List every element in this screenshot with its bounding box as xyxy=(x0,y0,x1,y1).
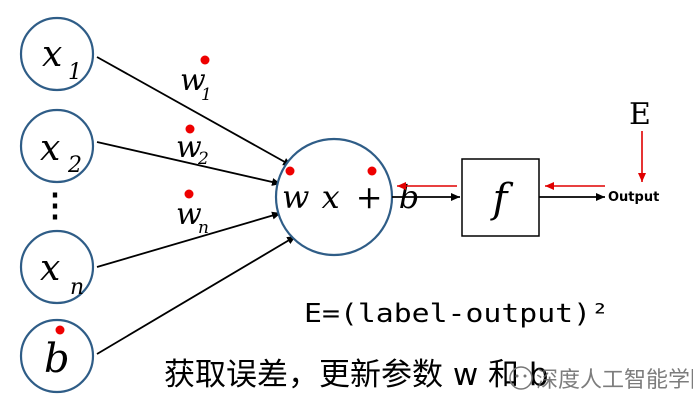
summation-x: x xyxy=(322,178,340,216)
input-var: x xyxy=(40,128,60,169)
output-label: Output xyxy=(608,190,659,205)
bias-node: b xyxy=(19,318,95,394)
edge-x2 xyxy=(96,141,282,186)
weight-subscript: 1 xyxy=(201,85,212,105)
bias-var: b xyxy=(44,336,70,382)
ellipsis-dots: ⋮ xyxy=(39,186,71,224)
update-marker-dot xyxy=(285,166,295,176)
edge-b xyxy=(96,235,297,355)
input-node-x2: x 2 xyxy=(19,108,95,184)
input-subscript: n xyxy=(70,275,84,300)
input-node-xn: x n xyxy=(19,229,95,305)
summation-node: w x + b xyxy=(274,137,419,257)
weight-var: w xyxy=(176,197,202,232)
error-formula: E=(label-output)² xyxy=(304,299,609,329)
weight-label-w1: w 1 xyxy=(180,55,212,105)
watermark-text: 深度人工智能学院 xyxy=(536,368,693,393)
input-node-x1: x 1 xyxy=(19,16,95,92)
caption: 获取误差，更新参数 w 和 b xyxy=(164,357,549,393)
weight-var: w xyxy=(176,130,202,165)
weight-subscript: 2 xyxy=(197,149,209,169)
weight-label-wn: w n xyxy=(176,189,209,238)
update-marker-dot xyxy=(367,166,377,176)
watermark: 深度人工智能学院 xyxy=(509,366,693,393)
summation-expression: w x + b xyxy=(282,178,419,216)
input-subscript: 2 xyxy=(67,153,82,178)
weight-label-w2: w 2 xyxy=(176,124,209,169)
input-subscript: 1 xyxy=(68,60,82,85)
update-marker-dot xyxy=(184,189,194,199)
activation-box: f xyxy=(461,158,540,237)
weight-subscript: n xyxy=(198,218,209,238)
error-label: E xyxy=(629,97,651,132)
update-marker-dot xyxy=(185,124,195,134)
summation-w: w xyxy=(282,178,309,216)
weight-var: w xyxy=(180,63,206,98)
edge-x1 xyxy=(96,56,293,167)
update-marker-dot xyxy=(55,325,65,335)
wechat-logo-icon xyxy=(509,366,533,390)
edge-xn xyxy=(96,211,282,268)
summation-plus: + xyxy=(356,178,383,216)
update-marker-dot xyxy=(200,55,210,65)
input-var: x xyxy=(40,248,60,289)
input-var: x xyxy=(42,34,62,75)
